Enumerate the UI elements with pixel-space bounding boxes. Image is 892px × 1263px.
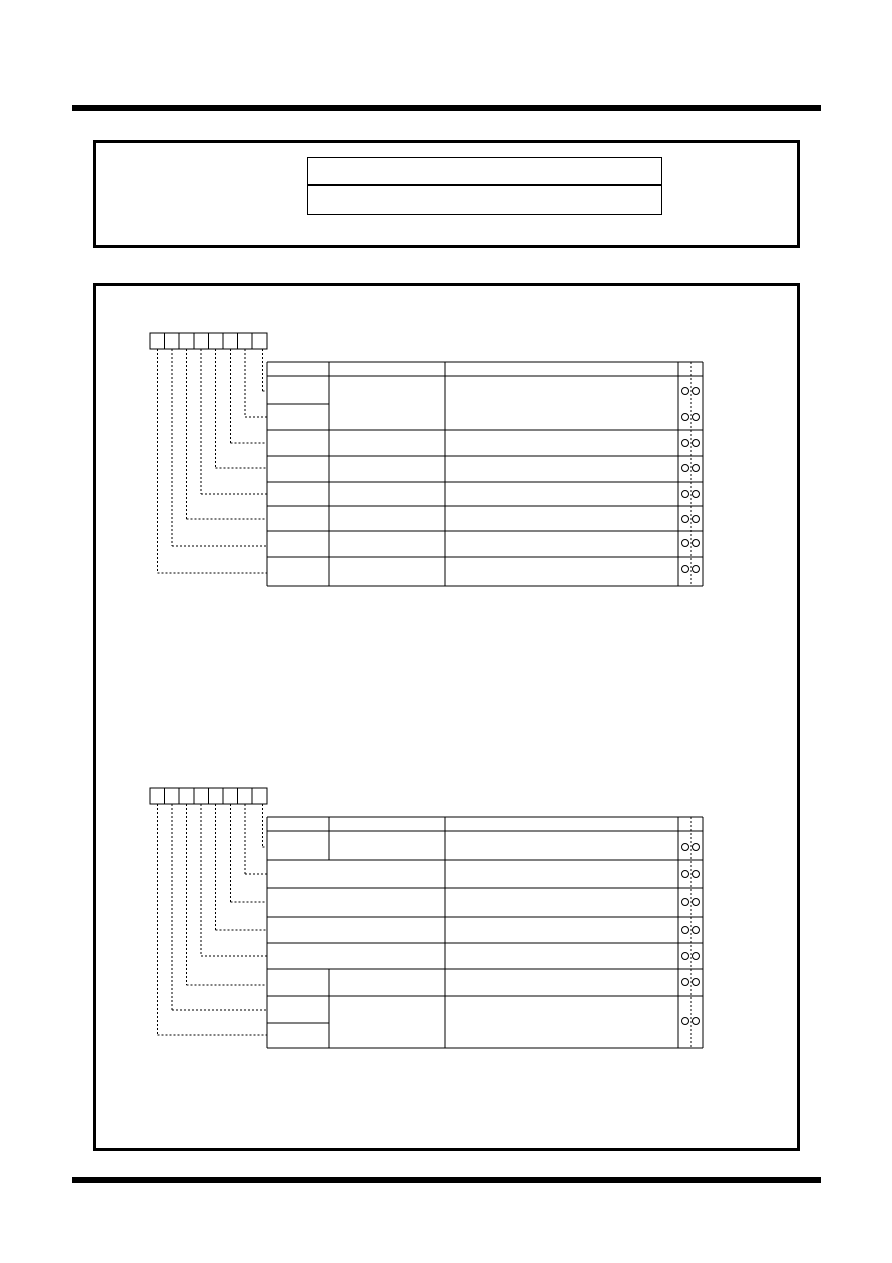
write-mark-icon [692, 539, 700, 547]
write-mark-icon [692, 978, 700, 986]
write-mark-icon [692, 439, 700, 447]
write-mark-icon [692, 565, 700, 573]
content-panel [93, 283, 800, 1151]
write-mark-icon [692, 515, 700, 523]
header-panel [93, 140, 800, 248]
read-mark-icon [681, 952, 689, 960]
write-mark-icon [692, 843, 700, 851]
read-mark-icon [681, 413, 689, 421]
write-mark-icon [692, 464, 700, 472]
title-divider [308, 184, 661, 186]
write-mark-icon [692, 898, 700, 906]
page-top-rule [72, 105, 821, 111]
read-mark-icon [681, 515, 689, 523]
write-mark-icon [692, 1017, 700, 1025]
read-mark-icon [681, 439, 689, 447]
read-mark-icon [681, 539, 689, 547]
write-mark-icon [692, 413, 700, 421]
read-mark-icon [681, 870, 689, 878]
read-mark-icon [681, 464, 689, 472]
read-mark-icon [681, 565, 689, 573]
read-mark-icon [681, 490, 689, 498]
read-mark-icon [681, 843, 689, 851]
read-mark-icon [681, 1017, 689, 1025]
write-mark-icon [692, 870, 700, 878]
write-mark-icon [692, 490, 700, 498]
page-bottom-rule [72, 1177, 821, 1183]
read-mark-icon [681, 926, 689, 934]
read-mark-icon [681, 387, 689, 395]
read-mark-icon [681, 978, 689, 986]
write-mark-icon [692, 926, 700, 934]
read-mark-icon [681, 898, 689, 906]
write-mark-icon [692, 387, 700, 395]
write-mark-icon [692, 952, 700, 960]
title-box [307, 157, 662, 215]
